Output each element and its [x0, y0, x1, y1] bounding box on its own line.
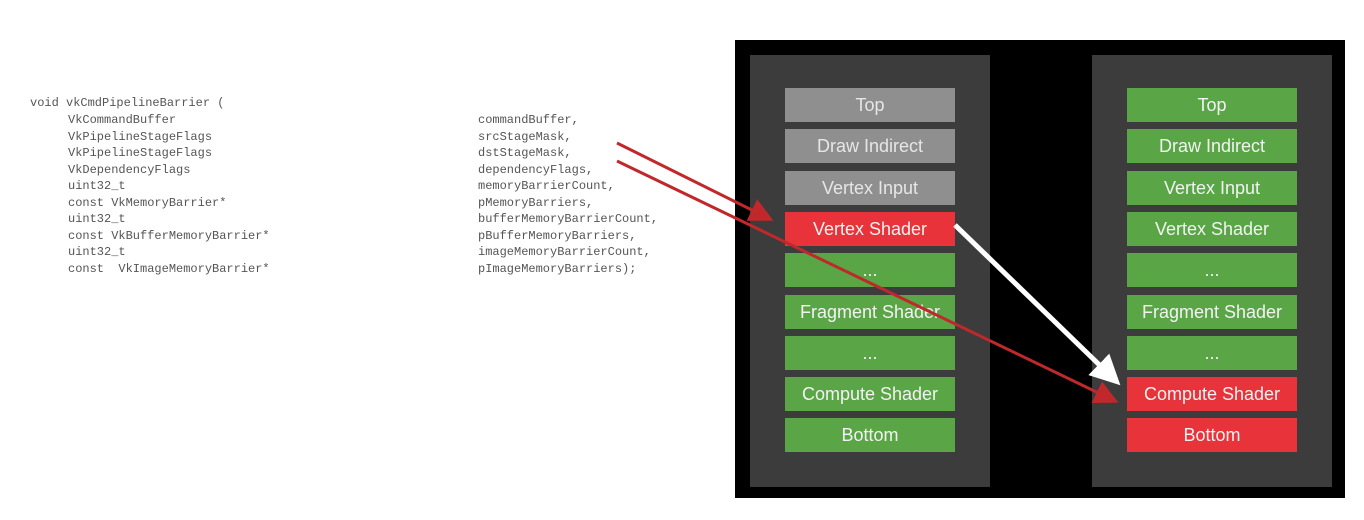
param-type: const VkMemoryBarrier* [68, 195, 227, 210]
param-name: memoryBarrierCount, [478, 179, 615, 193]
src-stage-compute-shader: Compute Shader [785, 377, 955, 412]
param-name: pImageMemoryBarriers); [478, 261, 637, 276]
param-name: bufferMemoryBarrierCount, [478, 212, 659, 226]
code-param-names: commandBuffer, srcStageMask, dstStageMask,… [478, 112, 658, 277]
param-name: pBufferMemoryBarriers, [478, 228, 637, 243]
dst-stage-ellipsis: ... [1127, 335, 1297, 370]
dst-stage-ellipsis: ... [1127, 253, 1297, 288]
param-name: commandBuffer, [478, 113, 579, 127]
param-type: VkPipelineStageFlags [68, 146, 213, 160]
src-stage-ellipsis: ... [785, 253, 955, 288]
param-type: uint32_t [68, 245, 126, 259]
src-stage-vertex-shader: Vertex Shader [785, 211, 955, 246]
param-type: const VkBufferMemoryBarrier* [68, 228, 270, 243]
src-stage-fragment-shader: Fragment Shader [785, 294, 955, 329]
src-stage-draw-indirect: Draw Indirect [785, 129, 955, 164]
param-type: uint32_t [68, 212, 126, 226]
param-name: dstStageMask, [478, 146, 572, 160]
param-name: pMemoryBarriers, [478, 195, 594, 210]
dst-stage-vertex-input: Vertex Input [1127, 170, 1297, 205]
param-name: srcStageMask, [478, 129, 572, 144]
dst-stage-draw-indirect: Draw Indirect [1127, 129, 1297, 164]
param-type: VkCommandBuffer [68, 113, 177, 127]
dst-stage-top: Top [1127, 88, 1297, 122]
param-type: VkDependencyFlags [68, 162, 191, 177]
src-stage-ellipsis: ... [785, 335, 955, 370]
dst-stage-compute-shader: Compute Shader [1127, 377, 1297, 412]
param-name: imageMemoryBarrierCount, [478, 245, 651, 259]
param-type: VkPipelineStageFlags [68, 129, 213, 144]
src-stage-vertex-input: Vertex Input [785, 170, 955, 205]
src-stage-bottom: Bottom [785, 418, 955, 453]
param-type: const VkImageMemoryBarrier* [68, 261, 270, 276]
param-name: dependencyFlags, [478, 162, 594, 177]
src-stage-top: Top [785, 88, 955, 122]
param-type: uint32_t [68, 179, 126, 193]
dst-stage-bottom: Bottom [1127, 418, 1297, 453]
dst-stage-vertex-shader: Vertex Shader [1127, 211, 1297, 246]
dst-stage-fragment-shader: Fragment Shader [1127, 294, 1297, 329]
code-signature: void vkCmdPipelineBarrier ( [30, 96, 225, 110]
